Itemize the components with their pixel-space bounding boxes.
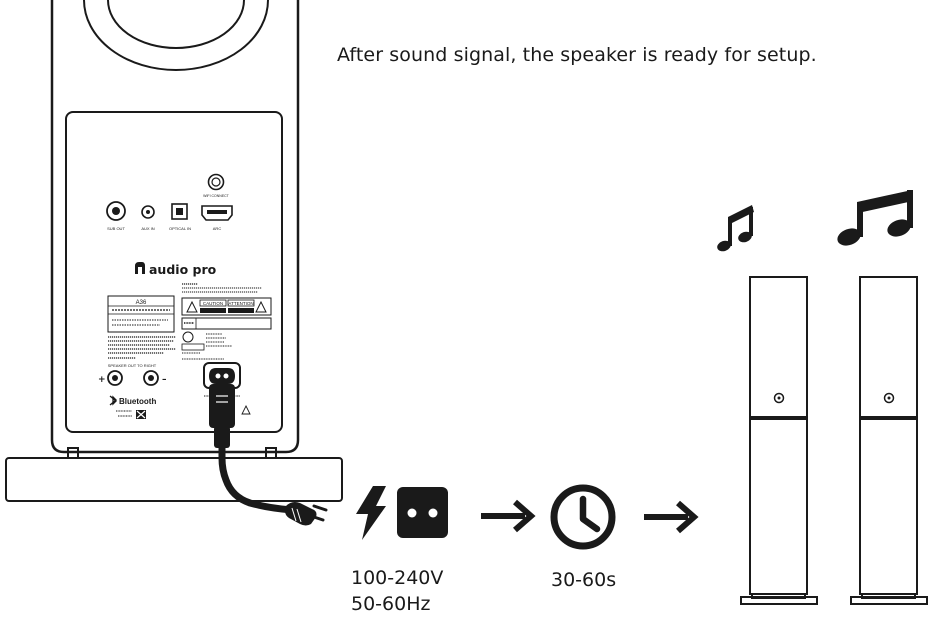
back-panel-ports: SUB OUT AUX IN OPTICAL IN ARC WIFI CONNE…	[106, 173, 233, 231]
music-note-icon	[717, 205, 754, 252]
speaker-stand	[5, 447, 343, 502]
terminal-minus	[143, 370, 159, 386]
voltage-label: 100-240V	[351, 567, 444, 589]
optical-in-label: OPTICAL IN	[169, 226, 191, 231]
certification-marks	[181, 331, 232, 360]
model-name: A36	[136, 300, 147, 306]
caution-label: CAUTION ATTENTION	[181, 283, 272, 330]
arrow-right-icon	[481, 499, 536, 533]
speaker-right	[850, 276, 928, 605]
optical-in-port	[171, 203, 188, 220]
aux-in-label: AUX IN	[141, 226, 154, 231]
aux-in-port	[141, 205, 155, 219]
power-outlet-icon	[397, 487, 448, 538]
brand-text: audio pro	[149, 262, 217, 277]
arc-port	[201, 205, 233, 221]
arc-label: ARC	[213, 226, 222, 231]
speaker-out-terminals: SPEAKER OUT TO RIGHT + –	[98, 363, 167, 386]
arrow-right-icon	[644, 500, 699, 534]
wifi-connect-button	[207, 173, 225, 191]
terminal-plus-label: +	[98, 375, 106, 385]
sub-out-port	[106, 201, 126, 221]
power-inlet	[203, 362, 251, 415]
sub-out-label: SUB OUT	[107, 226, 125, 231]
caution-text: CAUTION	[203, 301, 223, 306]
attention-text: ATTENTION	[228, 301, 253, 306]
music-note-icon	[837, 190, 913, 246]
frequency-label: 50-60Hz	[351, 593, 431, 615]
model-label: A36	[107, 295, 175, 333]
wifi-connect-label: WIFI CONNECT	[203, 194, 230, 198]
setup-caption: After sound signal, the speaker is ready…	[337, 44, 817, 66]
speaker-left	[740, 276, 818, 605]
terminal-minus-label: –	[162, 375, 167, 385]
regulatory-text-left	[108, 336, 176, 359]
bluetooth-logo: Bluetooth	[109, 395, 156, 419]
lightning-icon	[356, 486, 386, 540]
terminal-plus	[107, 370, 123, 386]
speaker-rear	[50, 0, 300, 454]
clock-icon	[550, 484, 616, 550]
bluetooth-text: Bluetooth	[119, 397, 156, 406]
wall-plug	[285, 502, 328, 526]
wait-time-label: 30-60s	[551, 569, 617, 591]
power-cable	[209, 384, 296, 514]
speaker-out-label: SPEAKER OUT TO RIGHT	[108, 363, 157, 368]
audio-pro-logo: audio pro	[135, 262, 217, 277]
